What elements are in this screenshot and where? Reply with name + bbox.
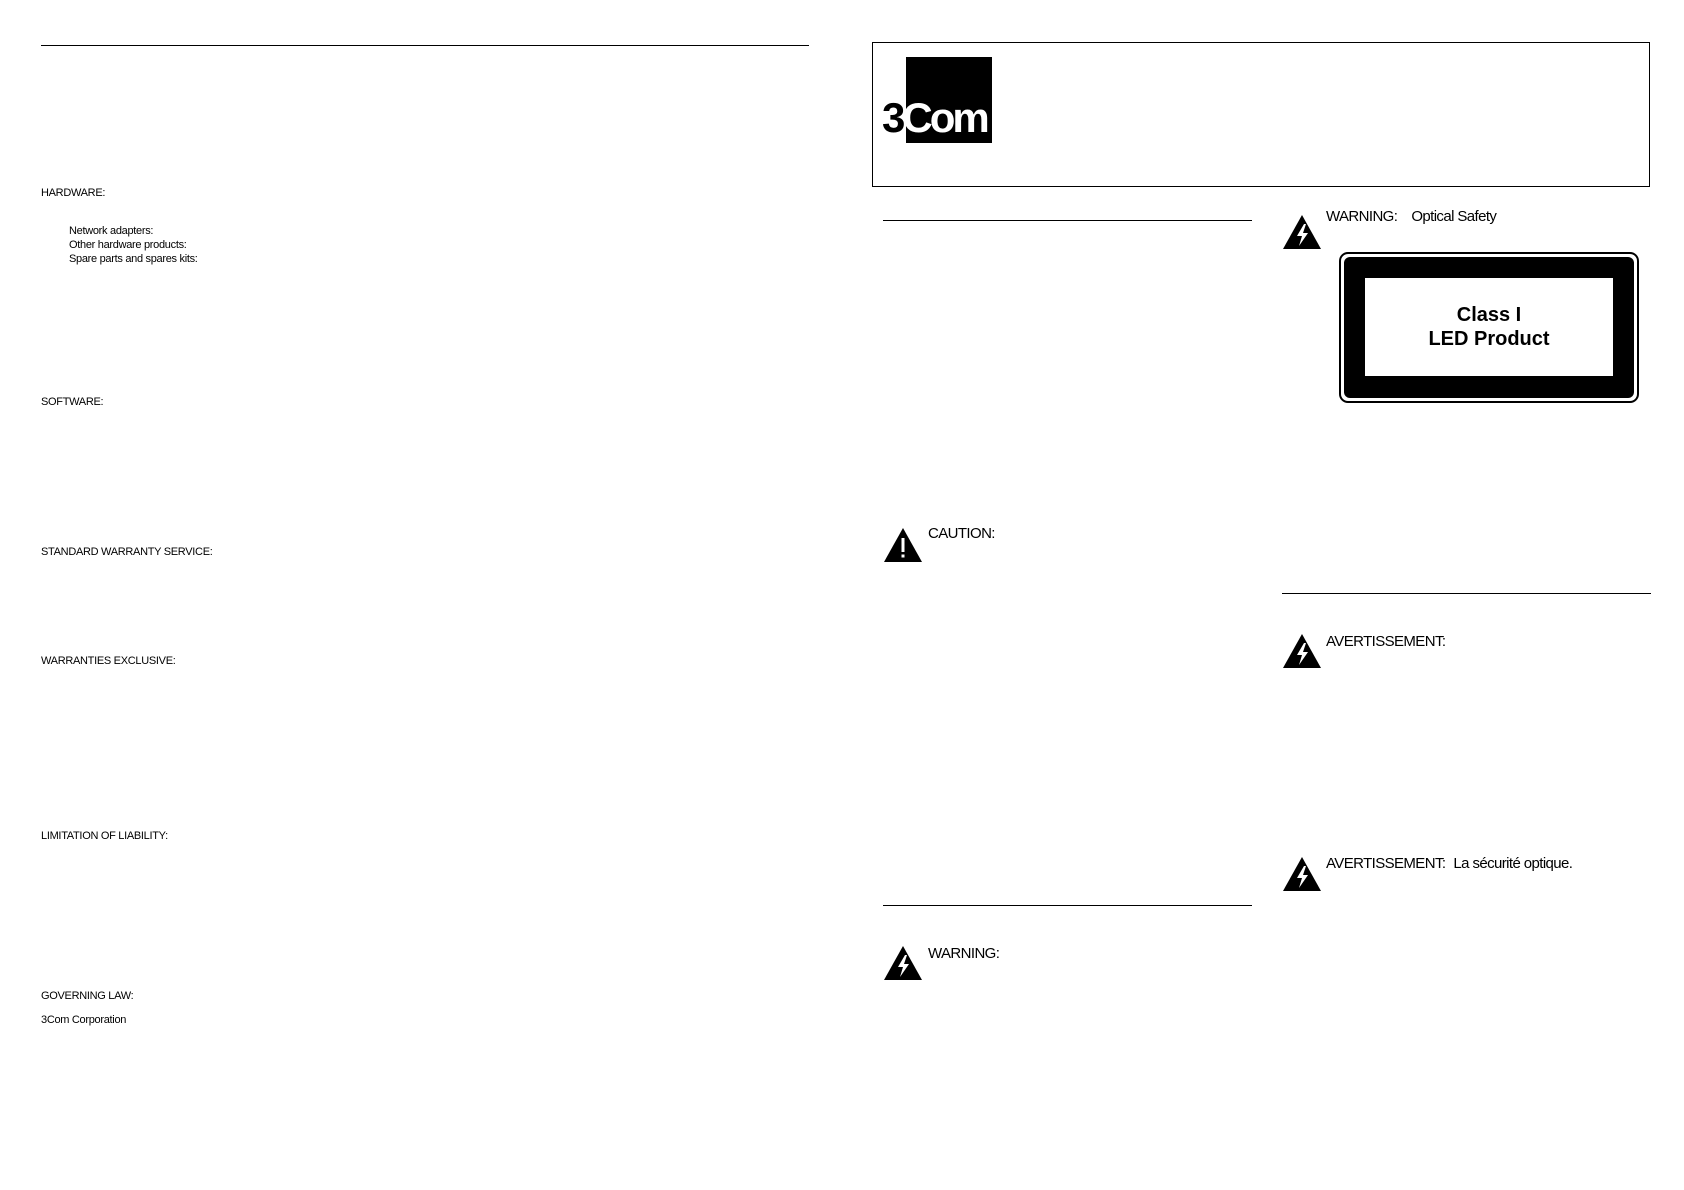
lightning-triangle-icon: [884, 946, 922, 980]
caution-label: CAUTION:: [928, 525, 995, 542]
company-name: 3Com Corporation: [41, 1014, 127, 1026]
limitation-of-liability-heading: LIMITATION OF LIABILITY:: [41, 830, 168, 842]
brand-logo: 3Com: [882, 94, 990, 141]
lightning-triangle-icon: [1283, 215, 1321, 249]
warning-optical-sublabel: Optical Safety: [1411, 208, 1497, 225]
logo-block: [906, 57, 992, 143]
warning-optical-label: WARNING:Optical Safety: [1326, 208, 1497, 225]
label-line-1: Class I: [1456, 304, 1522, 326]
label-line-2: LED Product: [1428, 328, 1550, 350]
list-item: Other hardware products:: [69, 239, 187, 251]
top-rule-left: [41, 45, 809, 46]
governing-law-heading: GOVERNING LAW:: [41, 990, 134, 1002]
lightning-triangle-icon: [1283, 634, 1321, 668]
column-rule: [1282, 593, 1651, 594]
lightning-triangle-icon: [1283, 857, 1321, 891]
standard-warranty-service-heading: STANDARD WARRANTY SERVICE:: [41, 546, 213, 558]
warning-label: WARNING:: [928, 945, 1000, 962]
warranties-exclusive-heading: WARRANTIES EXCLUSIVE:: [41, 655, 176, 667]
list-item: Spare parts and spares kits:: [69, 253, 198, 265]
list-item: Network adapters:: [69, 225, 154, 237]
led-product-label-text: Class I LED Product: [1365, 278, 1613, 376]
hardware-heading: HARDWARE:: [41, 187, 106, 199]
avertissement-optical-label: AVERTISSEMENT:La sécurité optique.: [1326, 855, 1573, 872]
hardware-list: Network adapters: Other hardware product…: [69, 224, 198, 266]
avertissement-optical-sublabel: La sécurité optique.: [1453, 855, 1573, 872]
column-rule: [883, 220, 1252, 221]
header-box: [872, 42, 1650, 187]
avertissement-label: AVERTISSEMENT:: [1326, 633, 1446, 650]
caution-icon: [884, 528, 922, 562]
column-rule: [883, 905, 1252, 906]
software-heading: SOFTWARE:: [41, 396, 104, 408]
